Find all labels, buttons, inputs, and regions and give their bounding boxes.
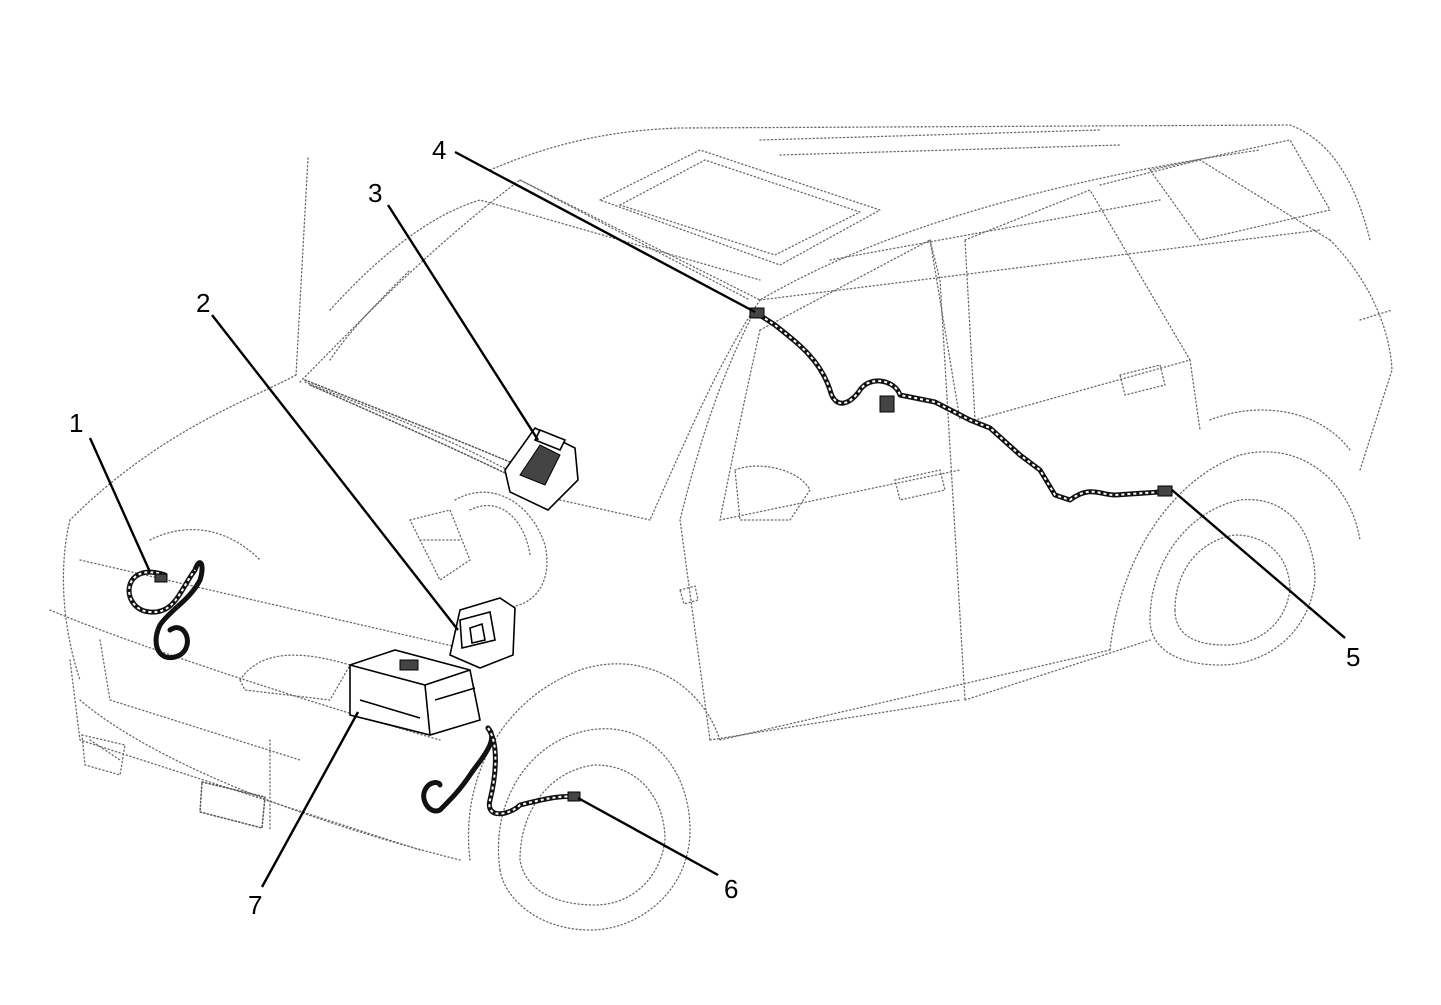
- leader-line-2: [211, 314, 459, 631]
- leader-line-6: [577, 796, 719, 877]
- leader-line-7: [260, 711, 360, 888]
- callout-4: 4: [432, 135, 446, 165]
- control-module-2: [449, 597, 516, 669]
- vehicle-outline: [49, 124, 1393, 931]
- leader-line-5: [1171, 489, 1346, 639]
- callout-1: 1: [69, 408, 83, 438]
- body-harness: [749, 307, 1173, 503]
- underhood-fuse-block: [349, 649, 481, 736]
- wiper-cowl: [304, 379, 541, 476]
- callout-6: 6: [724, 874, 738, 904]
- leader-line-3: [386, 204, 540, 441]
- front-sensor-harness: [126, 560, 205, 661]
- callout-7: 7: [248, 890, 262, 920]
- control-module-3: [504, 426, 579, 511]
- callout-3: 3: [368, 178, 382, 208]
- callout-5: 5: [1346, 642, 1360, 672]
- wheel-speed-sensor-harness: [421, 725, 581, 817]
- leader-line-4: [454, 150, 756, 314]
- callout-2: 2: [196, 288, 210, 318]
- leader-line-1: [88, 437, 152, 573]
